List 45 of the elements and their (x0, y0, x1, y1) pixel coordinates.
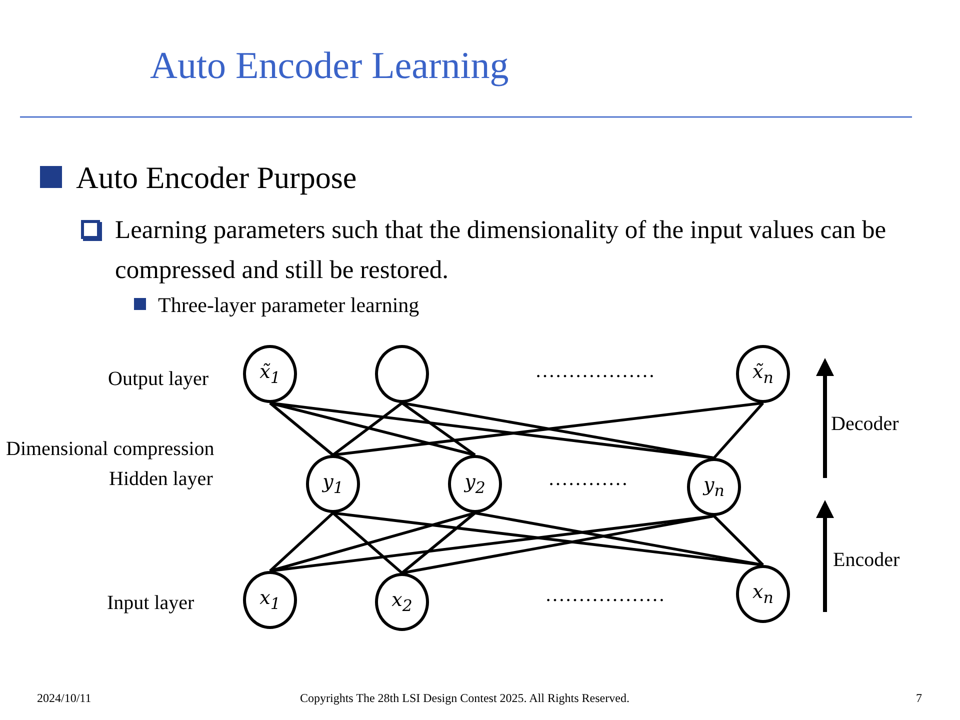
layer-label: Dimensional compression (6, 438, 214, 461)
connection-line (401, 402, 476, 456)
neuron-circle (736, 565, 790, 623)
date: 2024/10/11 (37, 691, 92, 706)
node-label: y$_{n}$ (704, 474, 724, 500)
arrow-label: Decoder (831, 413, 899, 436)
node-label: x̃$_{1}$ (260, 361, 280, 387)
connection-line (332, 402, 403, 456)
connection-line (269, 512, 334, 572)
connection-line (401, 512, 476, 574)
neuron-circle (243, 345, 297, 403)
connection-line (402, 514, 714, 574)
sub-bullet-text: Three-layer parameter learning (158, 293, 420, 318)
connection-line (713, 515, 764, 566)
ellipsis: ……………… (535, 360, 655, 383)
neuron-circle (448, 455, 502, 513)
bullet-text: Learning parameters such that the dimensionality of the input values can be compressed and still be restored. (115, 214, 888, 286)
connection-line (270, 402, 476, 456)
node-label: y$_{2}$ (464, 471, 486, 497)
page-number: 7 (916, 691, 922, 706)
node-label: y$_{1}$ (322, 471, 344, 497)
arrow-label: Encoder (833, 549, 900, 572)
node-label: x$_{2}$ (392, 589, 412, 615)
connection-line (712, 402, 764, 459)
connection-line (332, 402, 764, 456)
connection-line (269, 402, 334, 456)
connection-line (474, 512, 764, 566)
footer-text: Copyrights The 28th LSI Design Contest 2025. All Rights Reserved. (300, 691, 630, 706)
neuron-circle (736, 345, 790, 403)
node-label: x̃$_{n}$ (752, 361, 774, 387)
node-label: x$_{n}$ (752, 581, 774, 607)
layer-label: Output layer (108, 368, 209, 391)
layer-label: Input layer (107, 592, 194, 615)
neuron-circle (243, 571, 297, 629)
node-label: x$_{1}$ (260, 587, 280, 613)
neuron-circle (306, 455, 360, 513)
ellipsis: ………… (548, 468, 628, 491)
layer-label: Hidden layer (109, 468, 213, 491)
connection-line (332, 512, 403, 574)
heading: Auto Encoder Purpose (76, 160, 357, 196)
connection-line (332, 512, 764, 566)
slide-title: Auto Encoder Learning (150, 44, 509, 88)
connection-line (270, 512, 476, 572)
neuron-circle (687, 458, 741, 516)
ellipsis: ……………… (545, 584, 665, 607)
